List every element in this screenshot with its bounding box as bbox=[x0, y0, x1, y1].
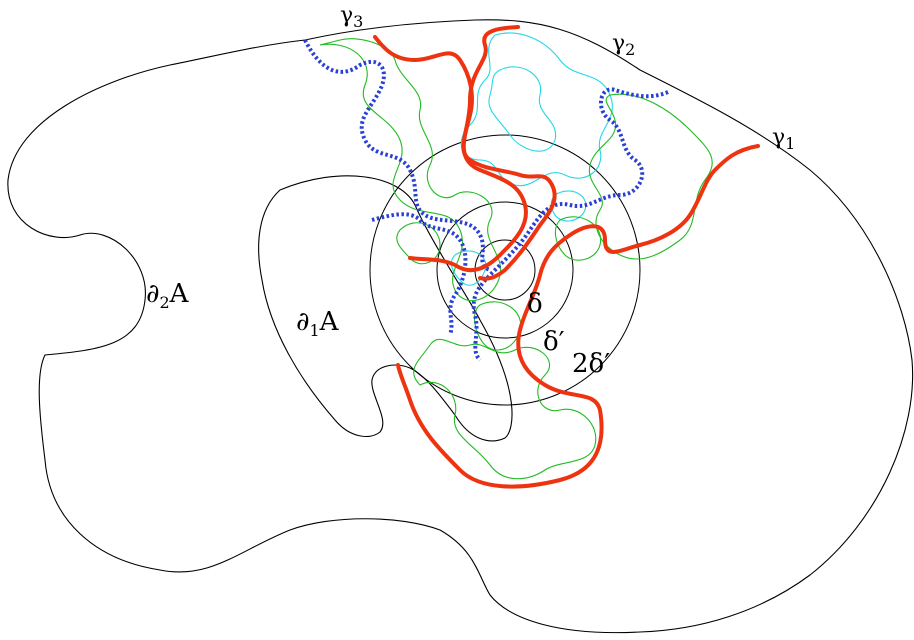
loop-cyan-1 bbox=[460, 32, 613, 187]
outer-boundary bbox=[7, 19, 914, 634]
loop-green-5 bbox=[474, 301, 522, 351]
label-gamma-2: γ2 bbox=[612, 31, 635, 59]
curve-gamma-1 bbox=[396, 144, 760, 489]
label-radius-delta: δ bbox=[527, 289, 543, 319]
curve-gamma-3 bbox=[373, 35, 528, 273]
loop-cyan-2 bbox=[488, 66, 557, 152]
circle-radius-delta-prime bbox=[436, 201, 574, 339]
loop-green-3 bbox=[413, 338, 597, 480]
label-outer-boundary: ∂2A bbox=[146, 279, 190, 312]
label-radius-delta-prime: δ′ bbox=[543, 327, 565, 357]
curve-blue-1 bbox=[303, 39, 491, 272]
loop-green-1 bbox=[319, 38, 502, 302]
loop-green-2 bbox=[588, 93, 713, 260]
label-inner-boundary: ∂1A bbox=[296, 307, 340, 340]
curve-blue-2 bbox=[471, 87, 669, 362]
loop-cyan-3 bbox=[450, 250, 487, 286]
label-radius-two-delta-prime: 2δ′ bbox=[572, 349, 610, 379]
circle-radius-two-delta-prime bbox=[369, 134, 641, 406]
curve-blue-3 bbox=[371, 212, 468, 336]
label-gamma-3: γ3 bbox=[340, 3, 363, 31]
label-gamma-1: γ1 bbox=[772, 125, 795, 153]
curve-gamma-2 bbox=[461, 25, 557, 281]
loop-green-6 bbox=[554, 216, 602, 261]
